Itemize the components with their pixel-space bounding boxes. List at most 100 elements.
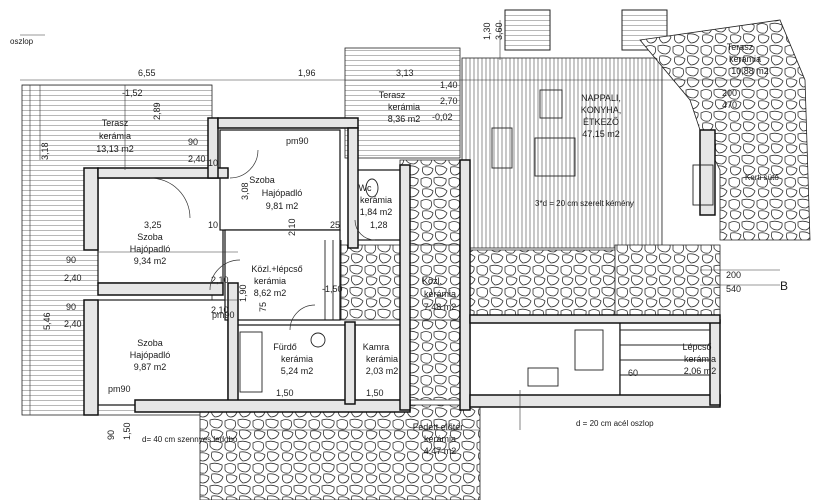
pantry-floor [354,324,406,406]
dim-130: 1,30 [482,22,492,40]
terrace-left-area: 13,13 m2 [96,144,134,154]
pantry-label-1: Kamra [363,342,390,352]
dim-25: 25 [330,220,340,230]
dim-10b: 10 [208,158,218,168]
dim-75: 75 [258,302,268,312]
notes: oszlop d= 40 cm szennyes ledobó d = 20 c… [10,37,788,444]
terrace-right-label-2: kerámia [729,54,761,64]
entrance-area: 4,47 m2 [424,446,457,456]
stairs-label-1: Lépcső [682,342,711,352]
room-bottom-label-1: Szoba [137,338,163,348]
pantry-area: 2,03 m2 [366,366,399,376]
room-bottom-area: 9,87 m2 [134,362,167,372]
washbasin [310,332,326,348]
column-label: oszlop [10,37,34,46]
oven-note: Kerti sütő [745,173,779,182]
terrace-mid-area [344,47,461,159]
hall-label-1: Közl.+lépcső [251,264,302,274]
hall-floor [224,229,341,321]
hall-stairs [324,240,342,320]
dim-128: 1,28 [370,220,388,230]
stove [574,329,604,371]
room-left-label-2: Hajópadló [130,244,171,254]
chimney-note: 3*d = 20 cm szerelt kémény [535,199,634,208]
room-left-area: 9,34 m2 [134,256,167,266]
pantry-label-2: kerámia [366,354,398,364]
dimension-lines [20,20,780,431]
dim-60: 60 [628,368,638,378]
stone-paving [199,19,811,500]
dim-150b: 1,50 [276,388,294,398]
wall-note: d= 40 cm szennyes ledobó [142,435,238,444]
terrace-mid-area: 8,36 m2 [388,114,421,124]
wc-label-1: Wc [359,183,372,193]
dim-270a: 2,70 [440,96,458,106]
dim-90d: 90 [106,430,116,440]
toilet [365,178,379,198]
entrance-label-2: kerámia [424,434,456,444]
kerti-suto-block [692,164,714,206]
bath-label-1: Fürdő [273,342,297,352]
dim-90b: 90 [66,255,76,265]
pm90-a: pm90 [286,136,309,146]
kitchen-floor [469,319,621,406]
dim-240c: 2,40 [64,319,82,329]
corridor-label-2: kerámia [424,289,456,299]
bath-area: 5,24 m2 [281,366,314,376]
dim-240a: 2,40 [188,154,206,164]
terrace-right-label-1: Terasz [727,42,754,52]
dim-313: 3,13 [396,68,414,78]
dim-210a: 2,10 [211,275,229,285]
dim-360: 3,60 [494,22,504,40]
room-top-label-2: Hajópadló [262,188,303,198]
dim-240b: 2,40 [64,273,82,283]
living-label-2: KONYHA, [581,105,622,115]
stairs-area: 2,06 m2 [684,366,717,376]
dim-90a: 90 [188,137,198,147]
dim-210c: 2,10 [287,218,297,236]
dim-655: 6,55 [138,68,156,78]
dim-190: 1,90 [238,284,248,302]
sink [527,367,559,387]
corridor-label-1: Közl. [422,276,442,286]
chimneys [504,9,668,51]
hall-label-2: kerámia [254,276,286,286]
dim-002: -0,02 [432,112,453,122]
wc-area: 1,84 m2 [360,207,393,217]
terrace-mid-label-1: Terasz [379,90,406,100]
dim-289: 2,89 [152,102,162,120]
wc-label-2: kerámia [360,195,392,205]
sofa-block [539,89,563,119]
terrace-left-label-2: kerámia [99,131,131,141]
section-mark: B [780,279,788,293]
bathtub [239,331,263,393]
terrace-right-area: 10,88 m2 [731,66,769,76]
dim-325: 3,25 [144,220,162,230]
room-left-label-1: Szoba [137,232,163,242]
dim-150neg: -1,50 [322,284,343,294]
room-top-floor [219,129,341,231]
dimension-texts: 6,55 1,96 3,13 1,40 2,70 -1,52 2,89 3,18… [40,22,741,440]
dim-140: 1,40 [440,80,458,90]
pm90-c: pm90 [212,310,235,320]
walls [83,117,721,416]
dim-200b: 200 [722,88,737,98]
dim-210b: 2,10 [211,305,229,315]
dim-318: 3,18 [40,142,50,160]
bath-label-2: kerámia [281,354,313,364]
dim-470: 470 [722,100,737,110]
living-label-3: ÉTKEZŐ [583,117,619,127]
dim-152: -1,52 [122,88,143,98]
living-area: 47,15 m2 [582,129,620,139]
column-note: d = 20 cm acél oszlop [576,419,654,428]
entrance-label-1: Fedett előtér [413,422,464,432]
stair-treads [620,329,710,376]
sofa-left [491,127,513,169]
fixtures [239,89,714,393]
terrace-mid-label-2: kerámia [388,102,420,112]
room-left-floor [97,177,224,284]
hall-area: 8,62 m2 [254,288,287,298]
doors [149,149,376,331]
dim-540: 540 [726,284,741,294]
